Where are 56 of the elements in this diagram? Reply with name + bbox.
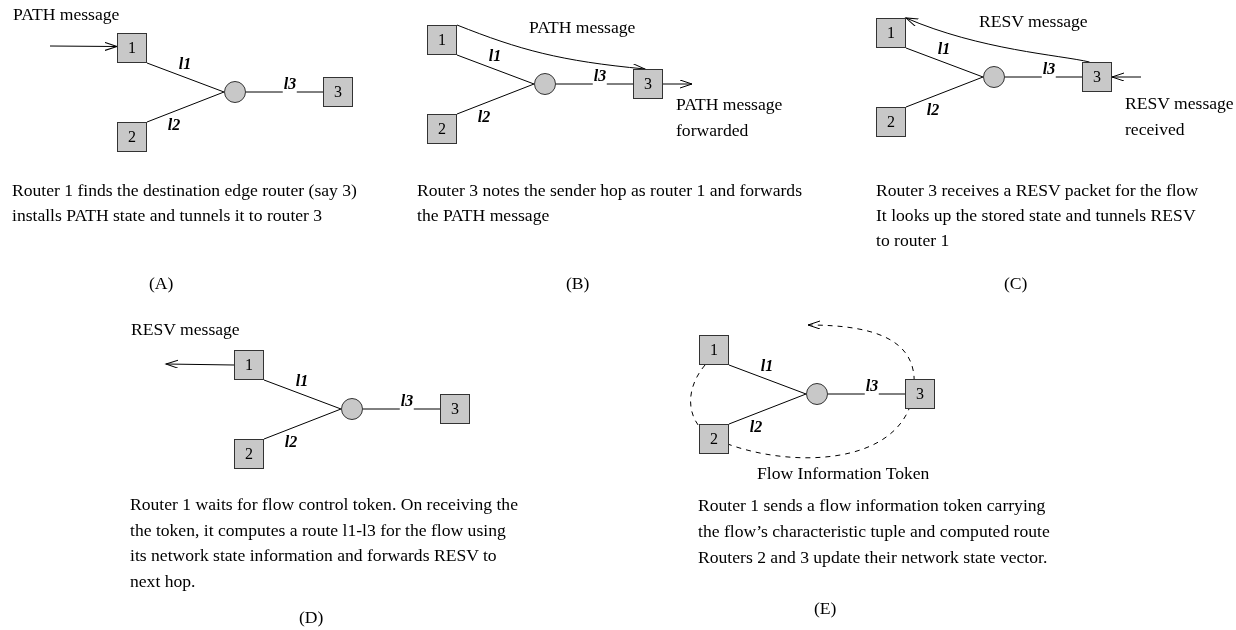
switch-circle [806,383,828,405]
caption-text: Router 1 sends a flow information token carrying the flow’s characteristic tuple and computed route Routers 2 and 3 update their network state vector. [698,494,1051,569]
router-box: 2 [427,114,457,144]
router-box: 1 [117,33,147,63]
edge-label: l3 [864,376,880,396]
link-line [1004,76,1083,78]
router-box: 3 [323,77,353,107]
link-line [555,83,634,85]
router-box: 3 [440,394,470,424]
link-line [905,76,984,108]
switch-circle [534,73,556,95]
link-line [362,408,441,410]
link-line [728,393,807,425]
link-line [146,91,225,123]
router-box: 2 [234,439,264,469]
switch-circle [224,81,246,103]
edge-label: l3 [399,391,415,411]
panel-label: (C) [1004,272,1029,294]
caption-text: Router 1 finds the destination edge router (say 3) installs PATH state and tunnels it to router 3 [12,179,358,227]
switch-circle [983,66,1005,88]
panel-label: (E) [814,597,838,619]
caption-text: Router 3 notes the sender hop as router 1 and forwards the PATH message [417,179,803,227]
panel-label: (A) [149,272,175,294]
link-line [905,47,984,78]
link-line [263,379,342,410]
link-line [456,83,535,115]
arrow [690,320,915,459]
arrow [905,17,1090,63]
link-line [728,364,807,395]
router-box: 2 [876,107,906,137]
router-box: 3 [1082,62,1112,92]
router-box: 3 [905,379,935,409]
router-box: 1 [234,350,264,380]
link-line [456,54,535,85]
caption-text: Router 1 waits for flow control token. On receiving the the token, it computes a route l1-l3 for the flow using its network state information and forwards RESV to next hop. [130,493,519,593]
link-line [263,408,342,440]
router-box: 1 [876,18,906,48]
arrow [1111,72,1142,82]
router-box: 1 [427,25,457,55]
link-line [245,91,324,93]
edge-label: l3 [282,74,298,94]
arrow [49,41,118,51]
edge-label: l3 [1041,59,1057,79]
router-box: 2 [699,424,729,454]
switch-circle [341,398,363,420]
arrow [662,79,693,89]
panel-label: (B) [566,272,591,294]
edge-label: l3 [592,66,608,86]
arrow [165,359,235,369]
router-box: 3 [633,69,663,99]
caption-text: Router 3 receives a RESV packet for the flow It looks up the stored state and tunnels RESV to router 1 [876,179,1200,252]
link-line [827,393,906,395]
link-line [146,62,225,93]
panel-label: (D) [299,606,325,628]
router-box: 1 [699,335,729,365]
router-box: 2 [117,122,147,152]
